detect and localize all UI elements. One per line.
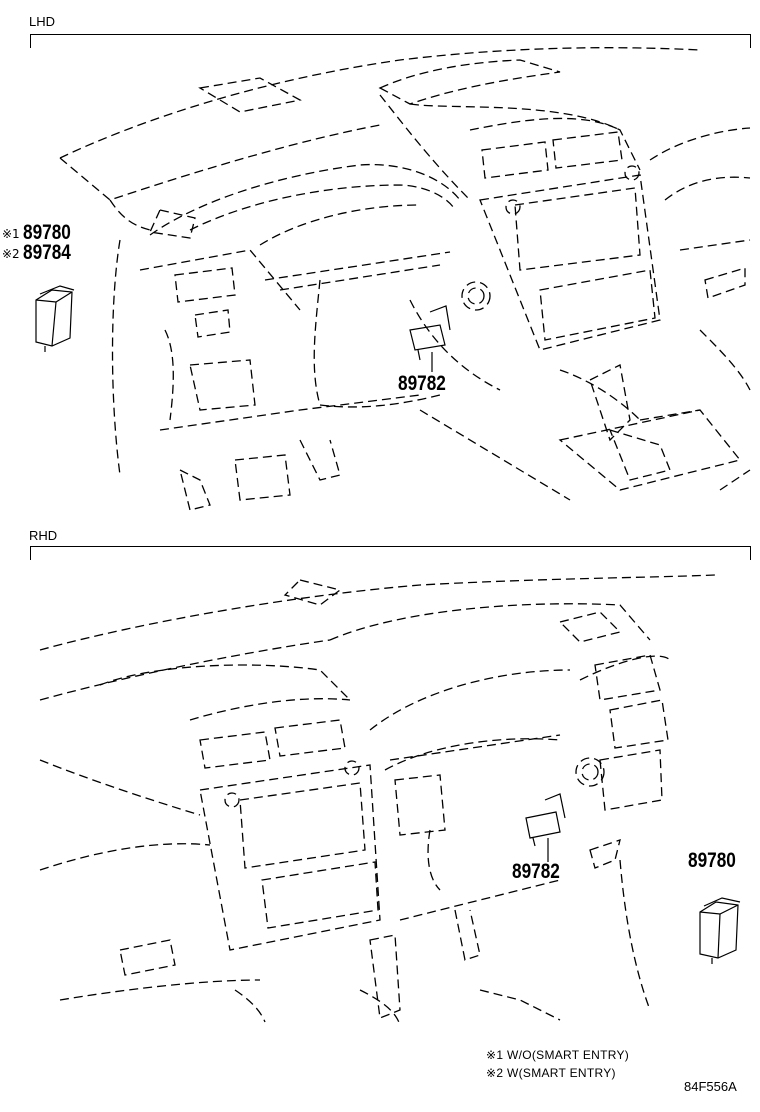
lhd-section-label: LHD	[29, 14, 56, 29]
lhd-89784-mark: ※2	[2, 247, 20, 261]
note-1: ※1 W/O(SMART ENTRY)	[486, 1048, 630, 1062]
lhd-frame-left-tick	[30, 34, 31, 48]
rhd-89782-part-number: 89782	[512, 860, 560, 883]
rhd-frame-right-tick	[750, 546, 751, 560]
lhd-89780-part-number: 89780	[23, 221, 71, 244]
lhd-frame-rule	[30, 34, 751, 35]
rhd-section-label: RHD	[29, 528, 58, 543]
rhd-frame-rule	[30, 546, 751, 547]
lhd-frame-right-tick	[750, 34, 751, 48]
note-2: ※2 W(SMART ENTRY)	[486, 1066, 616, 1080]
lhd-89782-part-number: 89782	[398, 372, 446, 395]
figure-code: 84F556A	[684, 1079, 737, 1094]
lhd-89784-part-number: 89784	[23, 241, 71, 264]
rhd-frame-left-tick	[30, 546, 31, 560]
rhd-89780-part-number: 89780	[688, 849, 736, 872]
lhd-dashboard-illustration	[35, 47, 751, 511]
lhd-89780-mark: ※1	[2, 227, 20, 241]
